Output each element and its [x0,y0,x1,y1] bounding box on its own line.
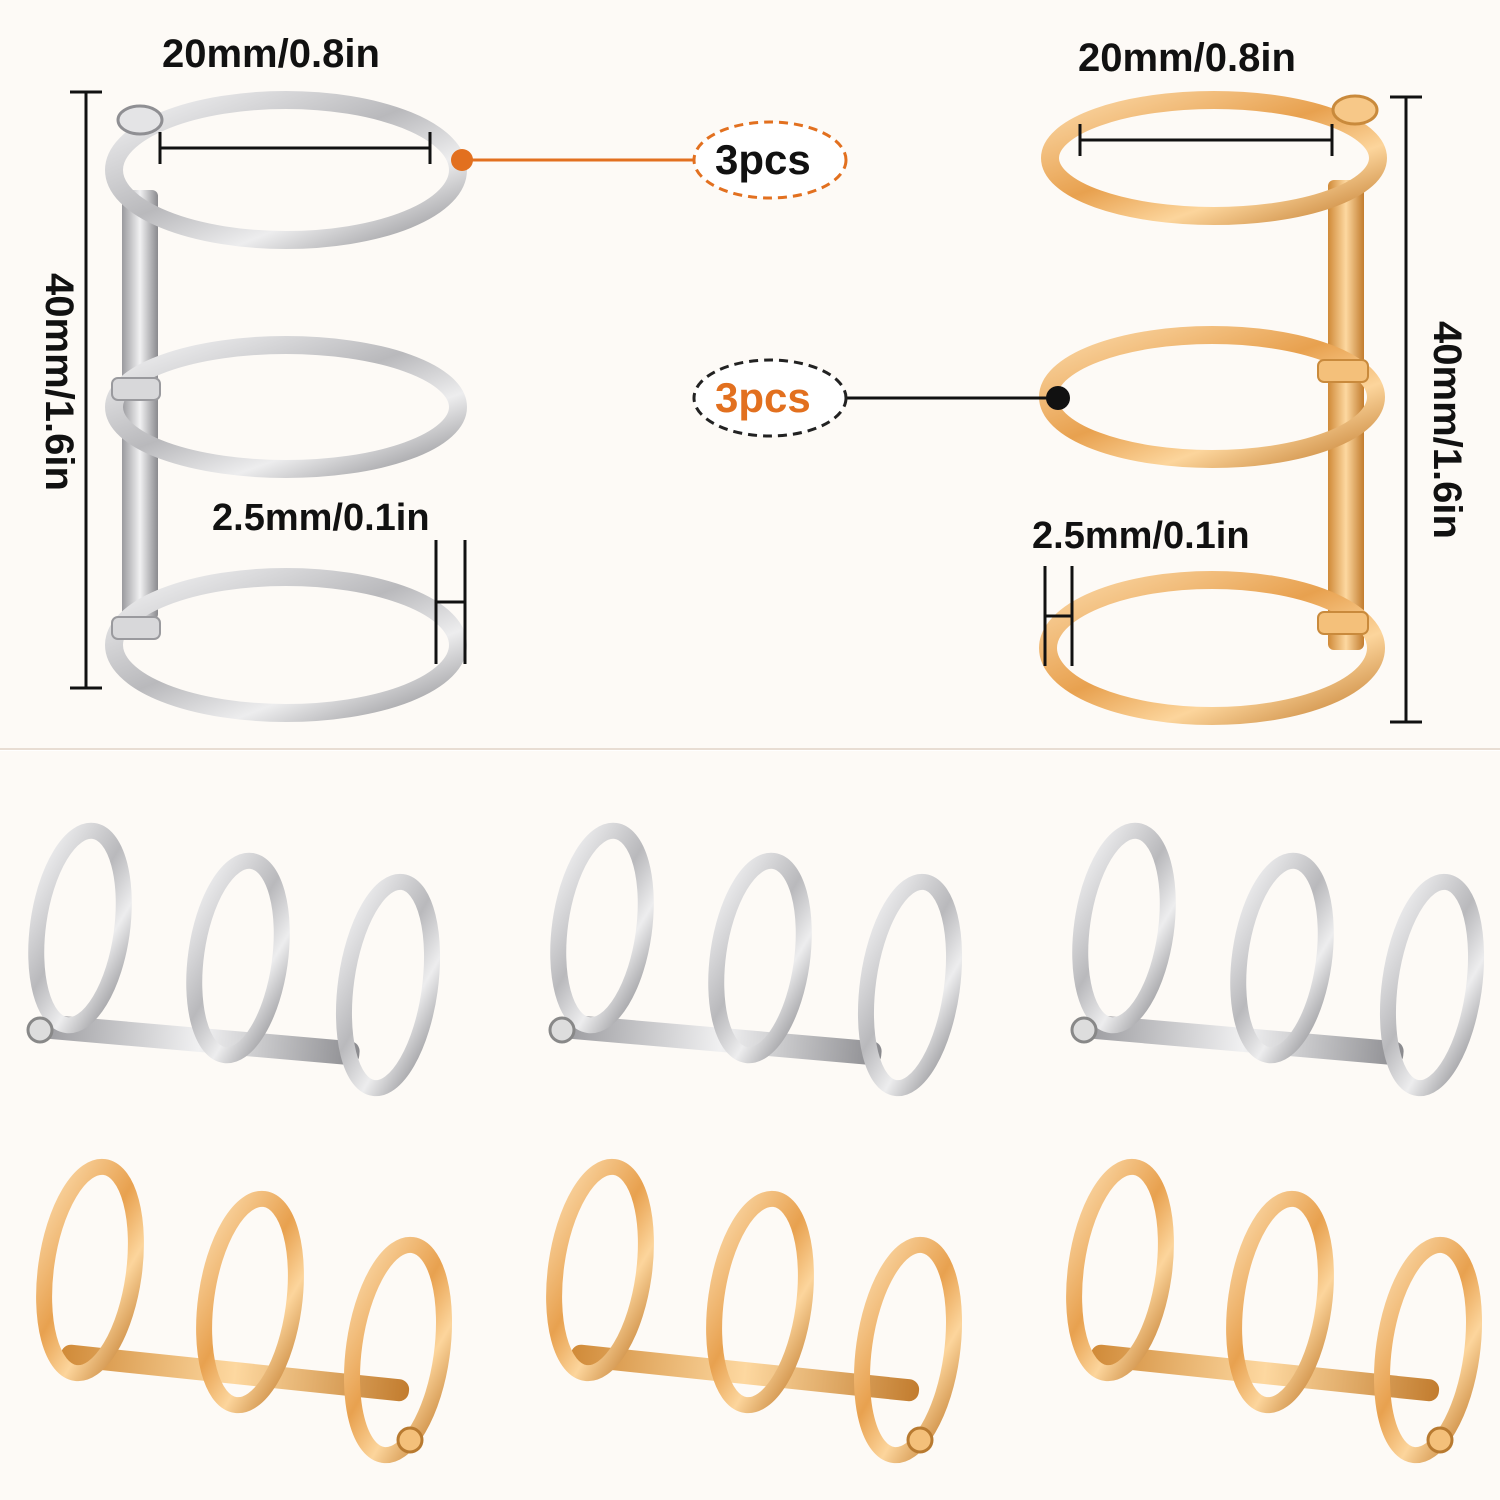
gold-quantity-label: 3pcs [715,374,811,421]
gold-dimension-lines [1043,95,1422,724]
silver-quantity-label: 3pcs [715,136,811,183]
gold-ring-top [1041,91,1387,225]
gold-clasp [1331,94,1379,126]
silver-hinge-middle [111,377,161,401]
silver-clasp [116,104,164,136]
silver-binder-ring-closeup [105,91,467,722]
silver-dimension-lines [70,90,467,690]
silver-spine-rod [122,190,158,620]
gold-callout-connector [692,358,1070,438]
silver-ring-bottom [105,568,467,722]
silver-binder-ring-set-3 [1070,822,1485,1097]
gold-binder-ring-set-2 [546,1158,963,1464]
gold-hinge-bottom [1317,611,1369,635]
silver-height-label: 40mm/1.6in [36,273,81,491]
silver-wire-thickness-label: 2.5mm/0.1in [212,497,430,539]
gold-wire-thickness-label: 2.5mm/0.1in [1032,515,1250,557]
silver-callout-connector [451,120,848,200]
silver-binder-ring-set-1 [26,822,441,1097]
gold-ring-bottom [1039,571,1385,725]
gold-spine-rod [1328,180,1364,650]
gold-binder-ring-set-3 [1066,1158,1483,1464]
gold-ring-middle [1039,326,1385,468]
silver-ring-middle [105,336,467,478]
gold-diameter-label: 20mm/0.8in [1078,36,1296,80]
gold-hinge-middle [1317,359,1369,383]
silver-ring-top [105,91,467,249]
gold-binder-ring-closeup [1039,91,1387,725]
silver-diameter-label: 20mm/0.8in [162,32,380,76]
silver-hinge-bottom [111,616,161,640]
gold-binder-ring-set-1 [36,1158,453,1464]
silver-binder-ring-set-2 [548,822,963,1097]
panel-divider [0,748,1500,750]
gold-height-label: 40mm/1.6in [1424,321,1469,539]
